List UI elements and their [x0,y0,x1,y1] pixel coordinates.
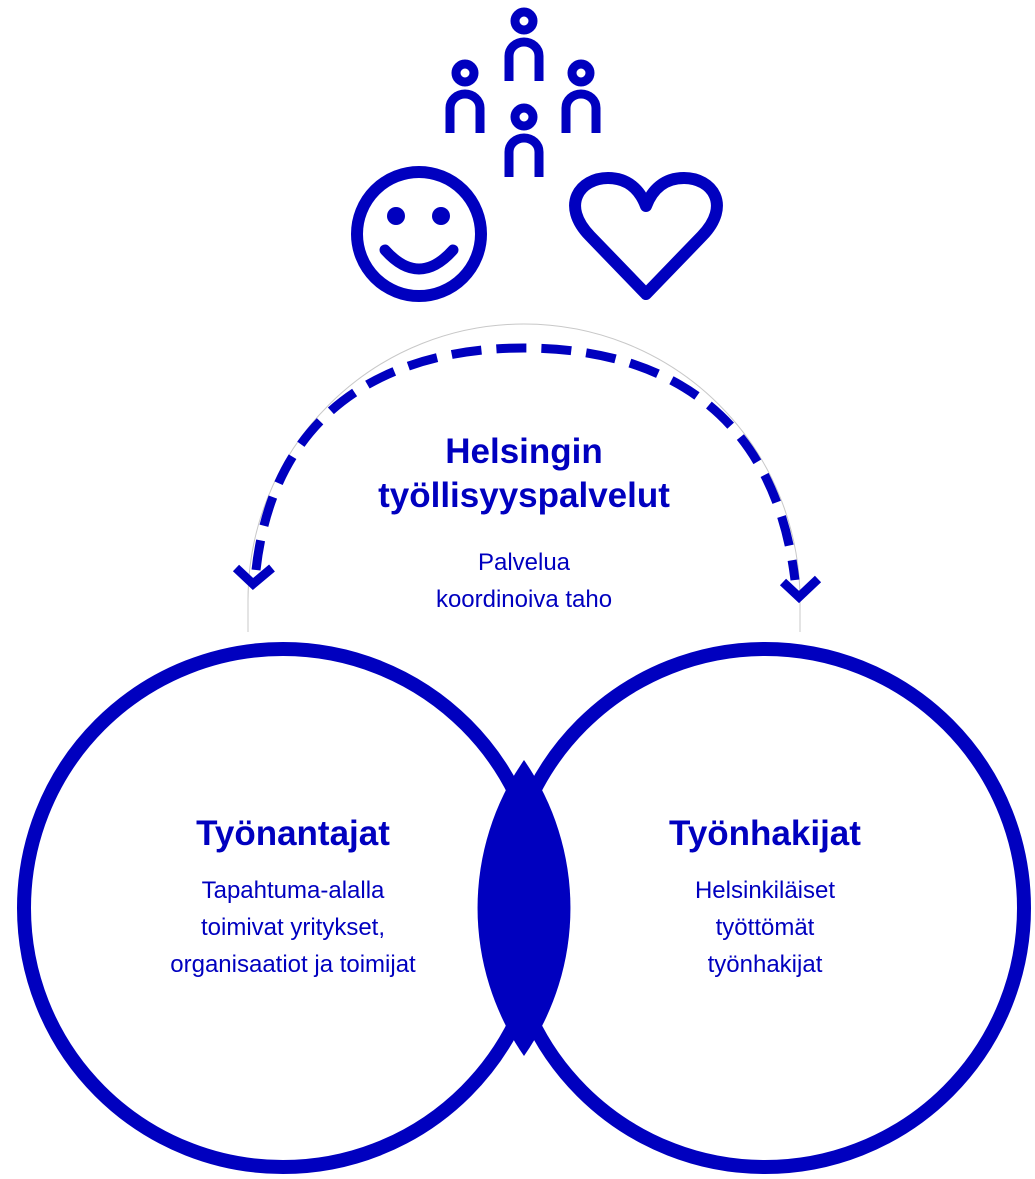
coordinator-title-line1: Helsingin [445,432,603,471]
arrow-down-right-icon [779,575,822,604]
employers-line3: organisaatiot ja toimijat [170,951,416,978]
jobseekers-line2: työttömät [715,914,815,941]
coordinator-subtitle-line2: koordinoiva taho [435,586,613,613]
coordinator-title-line2: työllisyyspalvelut [378,476,670,515]
jobseekers-line3: työnhakijat [707,951,823,978]
employers-title: Työnantajat [196,814,390,853]
employers-line2: toimivat yritykset, [200,914,386,941]
coordinator-subtitle-line1: Palvelua [477,549,571,576]
jobseekers-line1: Helsinkiläiset [694,877,836,904]
heart-icon [569,172,723,300]
coordinator-subtitle: Palvelua koordinoiva taho [324,544,724,618]
people-group-icon [445,7,601,177]
coordinator-title: Helsingin työllisyyspalvelut [324,430,724,518]
smiley-face-icon [351,166,487,302]
employers-line1: Tapahtuma-alalla [201,877,385,904]
coordination-dashed-arc [251,343,800,581]
employers-description: Tapahtuma-alalla toimivat yritykset, org… [118,872,468,983]
jobseekers-description: Helsinkiläiset työttömät työnhakijat [600,872,930,983]
arrow-down-left-icon [232,564,275,591]
venn-intersection [477,760,571,1056]
jobseekers-title: Työnhakijat [669,814,861,853]
